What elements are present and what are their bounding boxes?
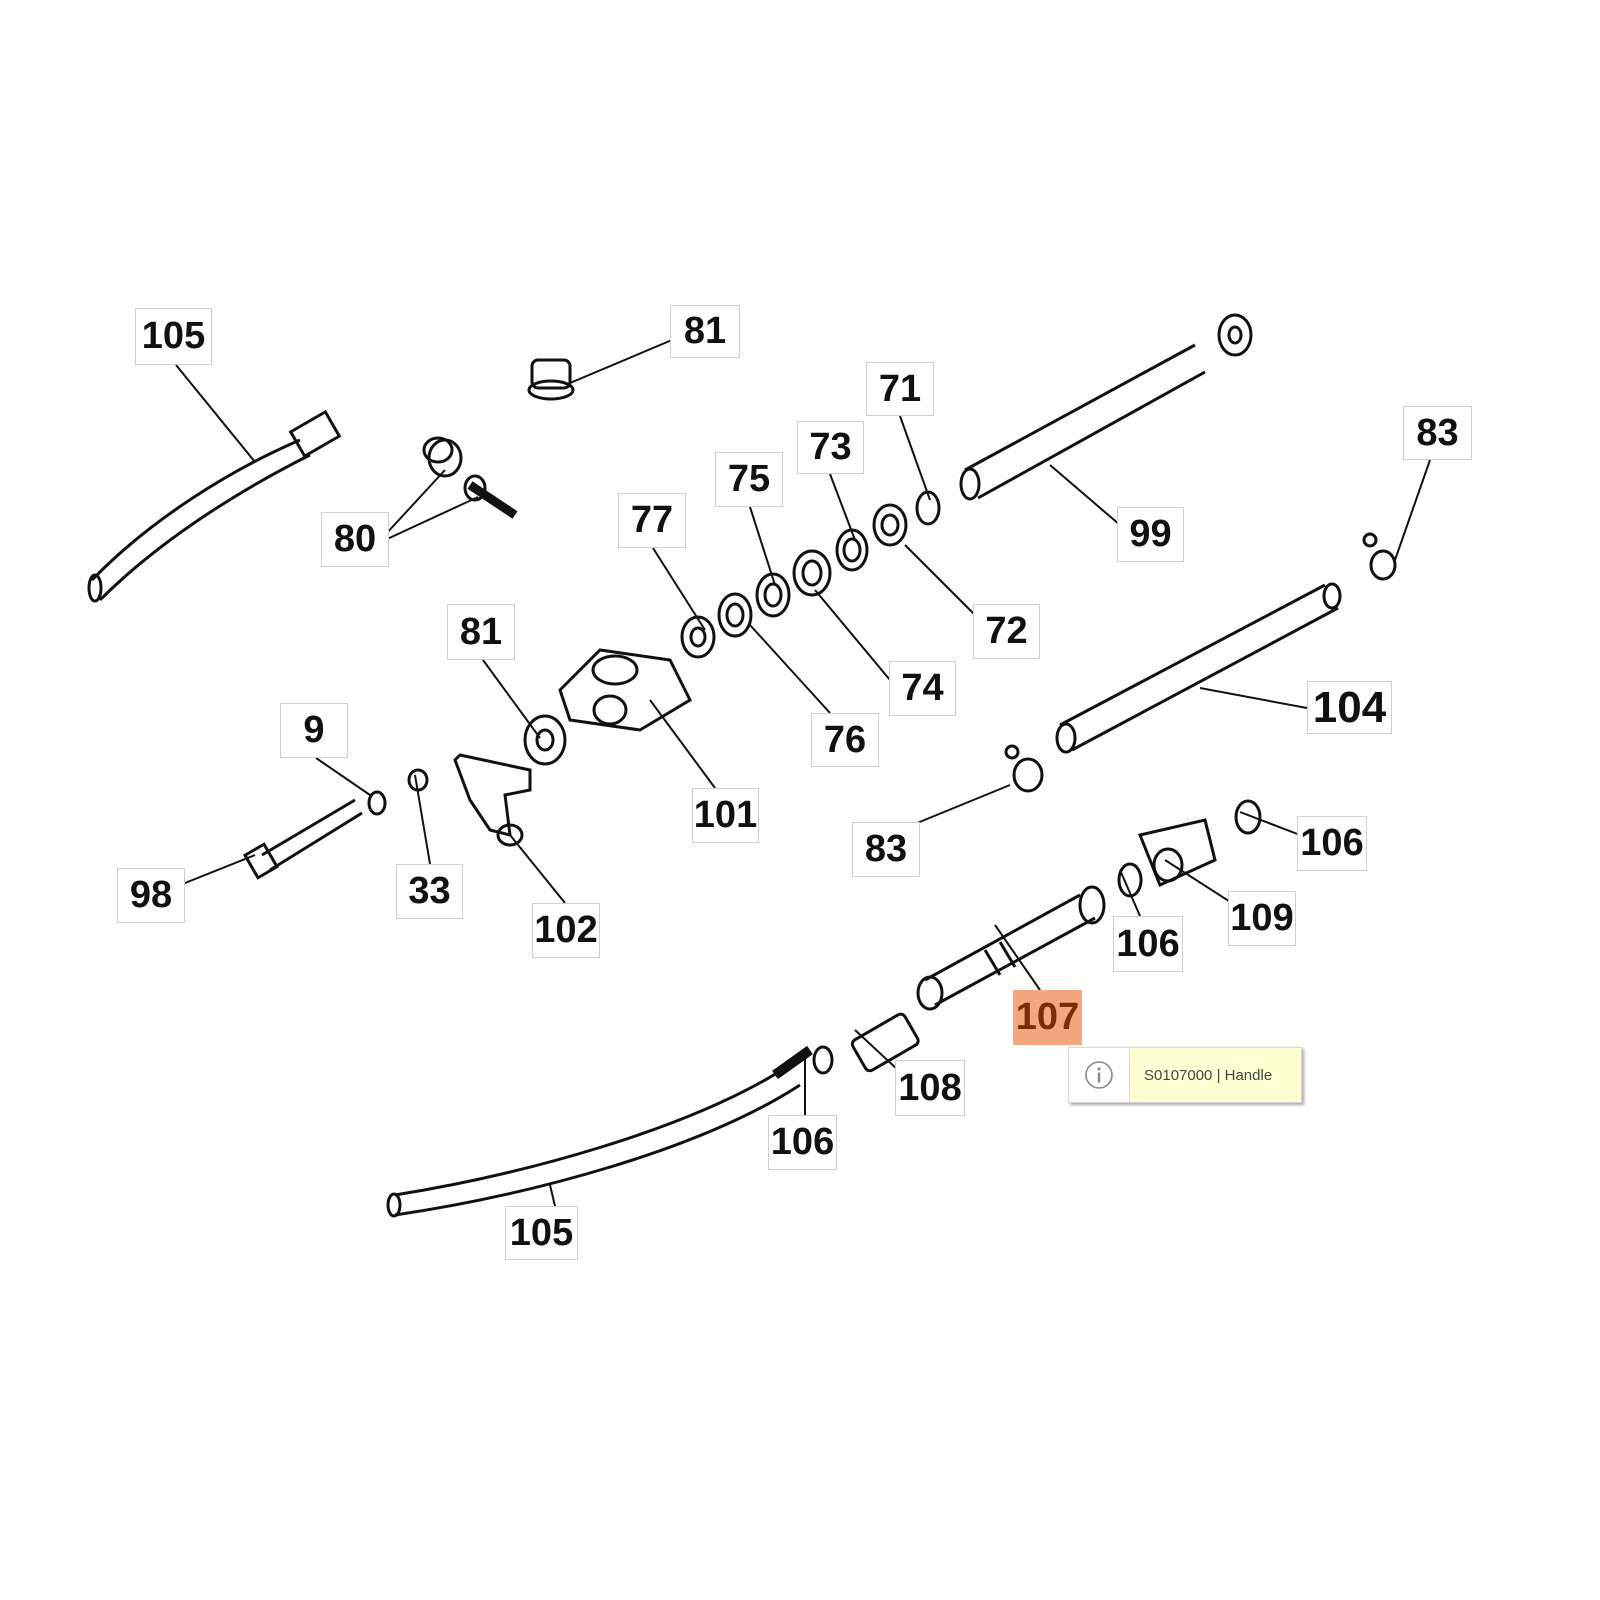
callout-105-bottom[interactable]: 105 xyxy=(505,1206,578,1260)
washer-106-mid xyxy=(1117,862,1143,898)
callout-106-bottom[interactable]: 106 xyxy=(768,1115,837,1170)
valve-109 xyxy=(1137,818,1217,888)
fitting-108 xyxy=(850,1012,920,1073)
callout-80[interactable]: 80 xyxy=(321,512,389,567)
callout-73[interactable]: 73 xyxy=(797,421,864,474)
handle-107 xyxy=(916,885,1106,1011)
hose-105-bottom xyxy=(386,1045,813,1218)
callout-106-right[interactable]: 106 xyxy=(1297,816,1367,871)
washer-33 xyxy=(407,768,429,792)
washer-106-bottom xyxy=(812,1045,834,1075)
info-icon xyxy=(1069,1048,1130,1102)
callout-109[interactable]: 109 xyxy=(1228,891,1296,946)
callout-72[interactable]: 72 xyxy=(973,604,1040,659)
hose-105-top xyxy=(87,409,342,603)
callout-83[interactable]: 83 xyxy=(1403,406,1472,460)
callout-76[interactable]: 76 xyxy=(811,713,879,767)
callout-74[interactable]: 74 xyxy=(889,661,956,716)
tube-104 xyxy=(1055,582,1342,754)
callout-107-highlighted[interactable]: 107 xyxy=(1013,990,1082,1045)
callout-102[interactable]: 102 xyxy=(532,903,600,958)
washer-106-right xyxy=(1234,799,1262,835)
callout-105[interactable]: 105 xyxy=(135,308,212,365)
leader-lines xyxy=(175,339,1431,1207)
nut-81-top xyxy=(527,358,575,401)
clamp-83-top xyxy=(1362,532,1397,581)
washer-9 xyxy=(367,790,387,816)
callout-101[interactable]: 101 xyxy=(692,788,759,843)
callout-83-low[interactable]: 83 xyxy=(852,822,920,877)
callout-81[interactable]: 81 xyxy=(670,305,740,358)
bolt-98 xyxy=(242,798,363,880)
valve-body-101 xyxy=(558,648,692,732)
callout-9[interactable]: 9 xyxy=(280,703,348,758)
rings-71-77 xyxy=(680,490,941,659)
bracket-102 xyxy=(453,753,532,847)
fittings-80 xyxy=(422,436,518,519)
callout-108[interactable]: 108 xyxy=(895,1060,965,1116)
callout-106-mid[interactable]: 106 xyxy=(1113,916,1183,972)
callout-71[interactable]: 71 xyxy=(866,362,934,416)
callout-99[interactable]: 99 xyxy=(1117,507,1184,562)
tooltip-text: S0107000 | Handle xyxy=(1144,1066,1273,1084)
part-tooltip: S0107000 | Handle xyxy=(1068,1047,1302,1103)
callout-33[interactable]: 33 xyxy=(396,864,463,919)
callout-104[interactable]: 104 xyxy=(1307,681,1392,734)
callout-75[interactable]: 75 xyxy=(715,452,783,507)
callout-98[interactable]: 98 xyxy=(117,868,185,923)
tube-99 xyxy=(959,313,1253,501)
callout-77[interactable]: 77 xyxy=(618,493,686,548)
nut-81-mid xyxy=(523,714,567,766)
clamp-83-low xyxy=(1004,744,1044,793)
callout-81-mid[interactable]: 81 xyxy=(447,604,515,660)
